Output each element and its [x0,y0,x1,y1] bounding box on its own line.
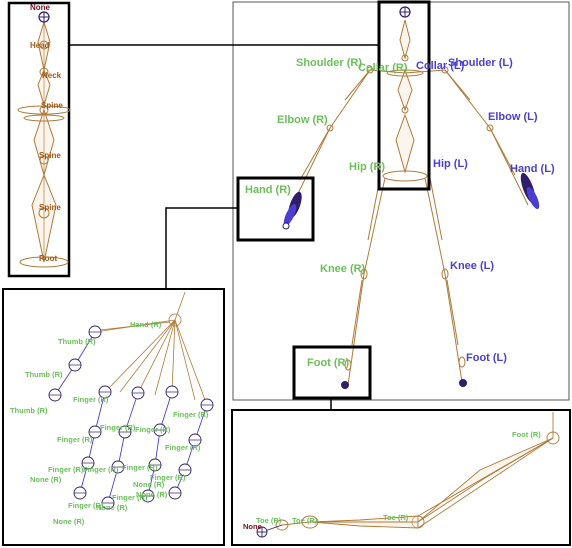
foot-label-toe-3: Toe (R) [256,516,282,525]
connector-lines [69,44,379,410]
hand-label-thumb-1: Thumb (R) [58,337,96,346]
hand-label-finger-5: Finger (R) [173,410,209,419]
hand-label-none-3: None (R) [136,490,168,499]
hand-label-thumb-2: Thumb (R) [25,370,63,379]
foot-label-foot: Foot (R) [512,430,541,439]
hand-label-finger-1: Finger (R) [73,395,109,404]
spine-highlight-box [377,0,431,191]
label-foot-l: Foot (L) [466,352,507,364]
label-elbow-r: Elbow (R) [277,114,328,126]
label-knee-l: Knee (L) [450,260,494,272]
foot-panel-frame [231,409,571,546]
foot-label-toe-2: Toe (R) [292,516,318,525]
label-hip-l: Hip (L) [433,158,468,170]
hand-label-finger-10: Finger (R) [150,473,186,482]
label-collar-r: Collar (R) [358,62,408,74]
foot-r-joint [341,381,349,389]
spine-label-spine-3: Spine [39,203,61,212]
body-skeleton [289,19,529,386]
hand-label-thumb-3: Thumb (R) [10,406,48,415]
hand-panel-frame [2,288,225,546]
label-foot-r: Foot (R) [307,357,349,369]
foot-label-toe-1: Toe (R) [383,513,409,522]
spine-skeleton [17,20,71,268]
spine-label-root: Root [39,254,58,263]
hand-label-finger-8: Finger (R) [83,465,119,474]
foot-l-joint [459,379,467,387]
foot-toe-joints [256,524,283,538]
label-shoulder-l: Shoulder (L) [448,57,513,69]
spine-label-spine-1: Spine [41,101,63,110]
spine-label-neck: Neck [42,71,62,80]
spine-label-head: Head [30,41,50,50]
hand-label-none-4: None (R) [96,503,128,512]
hand-joint-crosses [49,331,213,504]
hand-label-none-5: None (R) [53,517,85,526]
hand-label-none-2: None (R) [133,480,165,489]
hand-label-finger-4: Finger (R) [135,425,171,434]
foot-label-none: None [243,522,262,531]
hand-highlight-box [236,176,315,242]
label-hand-l: Hand (L) [510,163,555,175]
hand-label-none-1: None (R) [30,475,62,484]
spine-label-none: None [30,3,51,12]
hand-label-finger-9: Finger (R) [122,463,158,472]
foot-highlight-box [292,345,372,400]
spine-panel-frame [7,1,71,278]
foot-bones [275,412,560,531]
hand-l-fingers [520,172,540,210]
label-hip-r: Hip (R) [349,161,385,173]
hand-label-finger-12: Finger (R) [68,501,104,510]
label-hand-r: Hand (R) [245,184,291,196]
hand-label-finger-3: Finger (R) [100,423,136,432]
spine-label-spine-2: Spine [39,151,61,160]
hand-label-finger-2: Finger (R) [57,435,93,444]
hand-label-finger-6: Finger (R) [165,443,201,452]
label-shoulder-r: Shoulder (R) [296,57,362,69]
label-knee-r: Knee (R) [320,263,366,275]
hand-label-finger-11: Finger (R) [112,493,148,502]
hand-r-fingers [283,191,302,227]
hand-label-finger-7: Finger (R) [48,465,84,474]
label-elbow-l: Elbow (L) [488,111,538,123]
hand-label-hand: Hand (R) [130,320,162,329]
label-collar-l: Collar (L) [416,60,465,72]
hand-bones [94,291,208,406]
